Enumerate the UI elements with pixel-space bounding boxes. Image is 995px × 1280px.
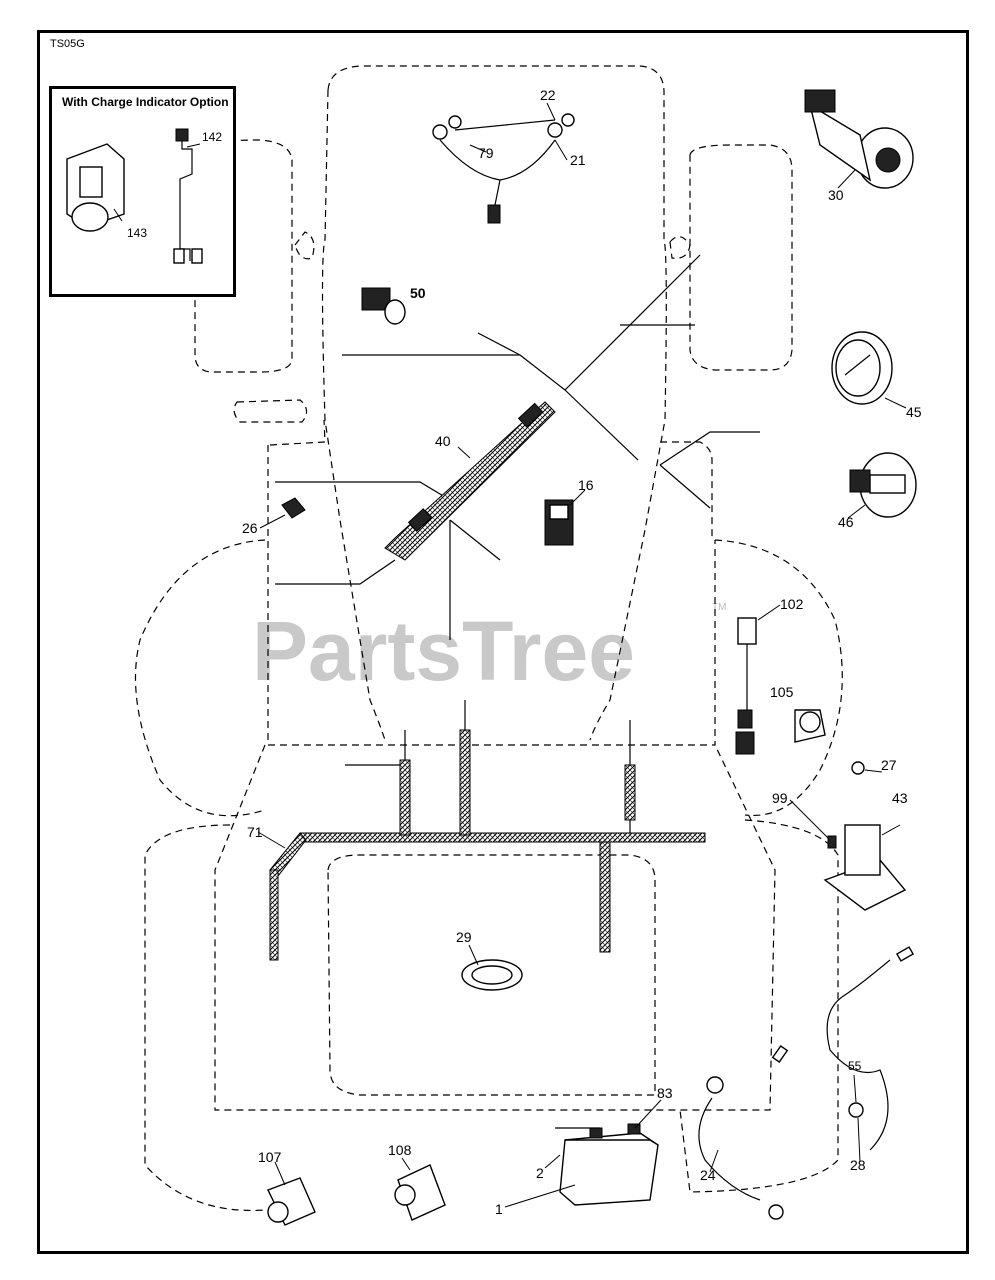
callout-22: 22 <box>540 87 556 103</box>
part-43-27-99-switch <box>823 761 907 911</box>
part-22-21-79-lights <box>432 113 575 224</box>
callout-2: 2 <box>536 1165 544 1181</box>
callout-83: 83 <box>657 1085 673 1101</box>
part-45-gauge <box>831 331 893 405</box>
callout-26: 26 <box>242 520 258 536</box>
callout-71: 71 <box>247 824 263 840</box>
diagram-frame <box>37 30 969 1254</box>
part-107-starter <box>267 1177 316 1226</box>
callout-105: 105 <box>770 684 794 700</box>
callout-1: 1 <box>495 1201 503 1217</box>
leader-lines <box>257 102 907 1208</box>
part-26-fuse <box>281 497 306 519</box>
drawing-code: TS05G <box>50 38 85 50</box>
tractor-outline <box>134 65 843 1212</box>
callout-108: 108 <box>388 1142 412 1158</box>
callout-27: 27 <box>881 757 897 773</box>
part-71-harness <box>269 729 706 961</box>
callout-16: 16 <box>578 477 594 493</box>
part-102-105-solenoid <box>735 617 826 755</box>
callout-30: 30 <box>828 187 844 203</box>
part-40-harness <box>384 401 556 561</box>
part-50-switch <box>361 287 406 325</box>
callout-55: 55 <box>848 1059 862 1073</box>
part-29-bag <box>461 959 523 991</box>
part-46-hour-meter <box>849 452 917 518</box>
callout-143: 143 <box>127 226 147 240</box>
part-108-solenoid <box>394 1164 446 1221</box>
callout-24: 24 <box>700 1167 716 1183</box>
callout-50: 50 <box>410 285 426 301</box>
callout-142: 142 <box>202 130 222 144</box>
harness-wiring <box>275 254 760 950</box>
callout-46: 46 <box>838 514 854 530</box>
callout-99: 99 <box>772 790 788 806</box>
part-30-switch <box>804 89 914 189</box>
inset-drawing: 142 143 <box>66 128 222 264</box>
watermark: PartsTree <box>252 604 635 698</box>
callout-29: 29 <box>456 929 472 945</box>
part-16-relay <box>544 499 574 546</box>
part-28-cable <box>826 946 915 1151</box>
part-24-cable <box>698 1044 789 1220</box>
inset-title: With Charge Indicator Option <box>62 95 229 109</box>
callout-79: 79 <box>478 145 494 161</box>
callout-107: 107 <box>258 1149 282 1165</box>
charge-indicator-inset: With Charge Indicator Option 142 143 <box>49 86 236 297</box>
callout-40: 40 <box>435 433 451 449</box>
watermark-tm: TM <box>712 602 726 613</box>
callout-43: 43 <box>892 790 908 806</box>
callout-21: 21 <box>570 152 586 168</box>
part-1-battery <box>555 1123 659 1206</box>
callout-102: 102 <box>780 596 804 612</box>
callout-45: 45 <box>906 404 922 420</box>
part-callouts: 22 21 79 30 50 45 40 16 26 46 102 105 27… <box>242 87 922 1217</box>
callout-28: 28 <box>850 1157 866 1173</box>
